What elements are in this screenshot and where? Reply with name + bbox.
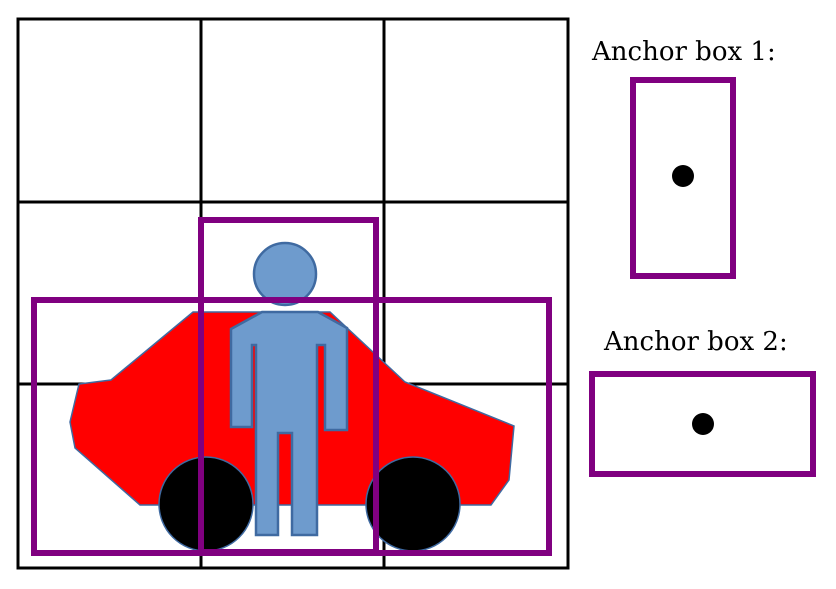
- car-bounding-box: [31, 297, 552, 556]
- anchor-box-1-label: Anchor box 1:: [591, 37, 776, 67]
- car-wheel-left: [158, 456, 254, 552]
- person-head: [252, 241, 318, 307]
- anchor-box-2-label: Anchor box 2:: [603, 327, 788, 357]
- anchor-box-2: Anchor box 2:: [589, 327, 816, 477]
- anchor-box-2-shape: [589, 371, 816, 477]
- bounding-boxes: [31, 217, 552, 556]
- anchor-box-1-center: [672, 165, 694, 187]
- grid-border: [16, 17, 570, 570]
- anchor-box-1-shape: [630, 77, 736, 279]
- anchor-box-1: Anchor box 1:: [591, 37, 776, 279]
- person-body: [229, 310, 349, 537]
- car-wheel-right: [365, 456, 461, 552]
- anchor-box-2-center: [692, 413, 714, 435]
- person-icon: [229, 241, 349, 537]
